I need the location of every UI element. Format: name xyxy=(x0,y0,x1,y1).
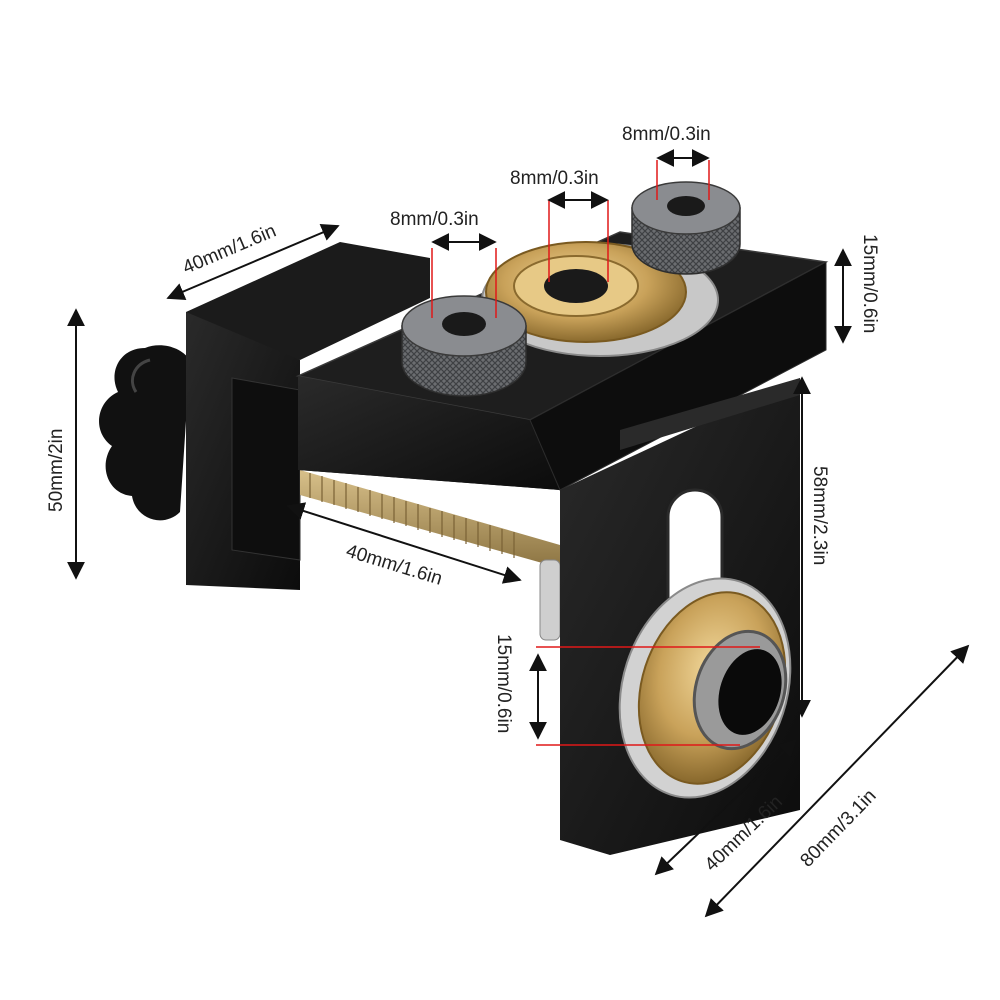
double-arrow-icon xyxy=(704,644,970,918)
star-knob-icon xyxy=(99,345,190,521)
top-brass-bushing xyxy=(481,241,719,357)
double-arrow-icon xyxy=(286,502,522,584)
bushing-offset-label: 15mm/0.6in xyxy=(493,634,514,733)
right-height-label: 58mm/2.3in xyxy=(809,466,830,565)
total-length-label: 80mm/3.1in xyxy=(796,785,880,871)
left-clamp-block xyxy=(186,242,430,590)
clamp-depth-label: 40mm/1.6in xyxy=(344,541,445,590)
dimension-arrows xyxy=(67,149,970,918)
top-right-hole-label: 8mm/0.3in xyxy=(622,124,711,145)
right-knurled-guide xyxy=(631,181,741,275)
top-left-hole-label: 8mm/0.3in xyxy=(390,209,479,230)
double-arrow-icon xyxy=(166,224,340,300)
top-width-label: 40mm/1.6in xyxy=(180,220,280,278)
right-thickness-label: 15mm/0.6in xyxy=(859,234,880,333)
left-height-label: 50mm/2in xyxy=(46,429,67,512)
dowel-jig xyxy=(99,181,829,855)
threaded-rod xyxy=(300,470,561,641)
left-knurled-guide xyxy=(401,295,527,397)
top-middle-hole-label: 8mm/0.3in xyxy=(510,168,599,189)
